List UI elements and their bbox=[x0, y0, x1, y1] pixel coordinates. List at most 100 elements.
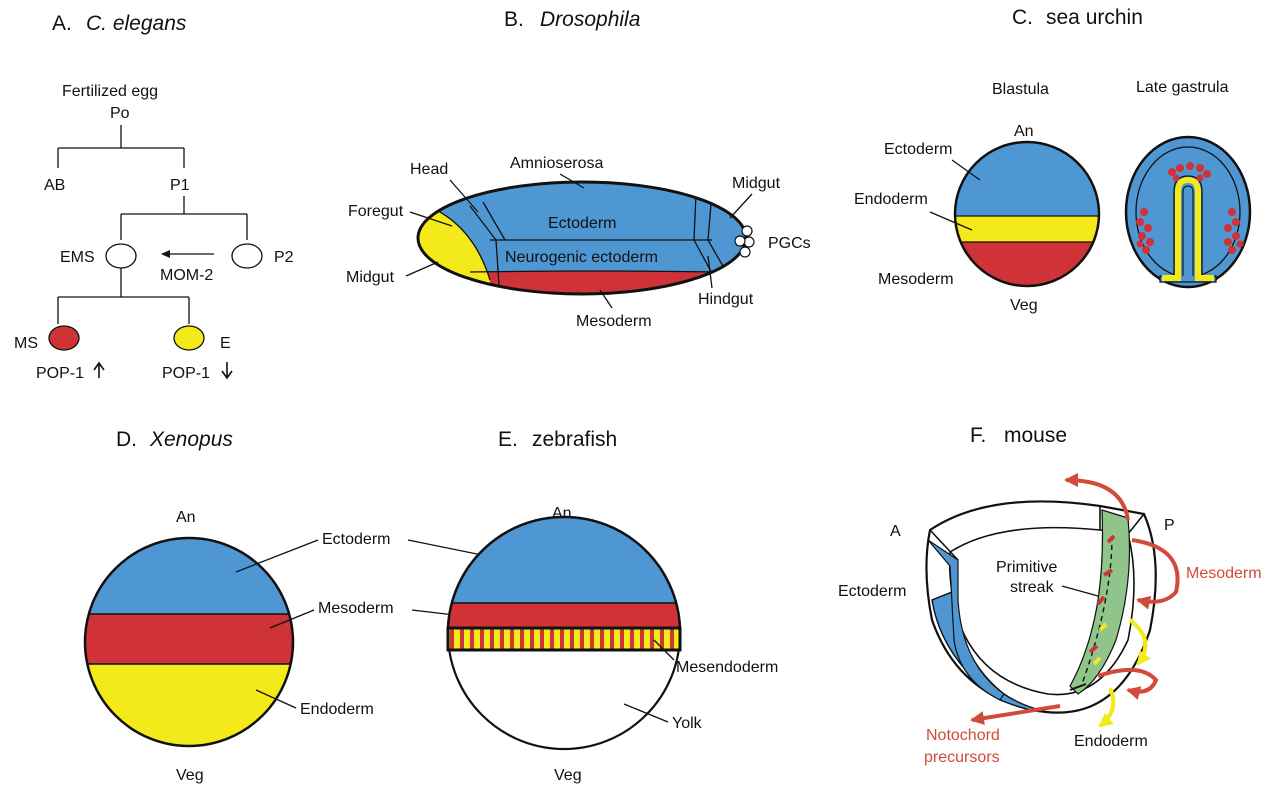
pgc-cell bbox=[739, 246, 751, 258]
panel-b-title: Drosophila bbox=[540, 8, 640, 31]
archenteron-lumen bbox=[1182, 185, 1194, 276]
pgcs-label: PGCs bbox=[768, 235, 811, 252]
posterior-label: P bbox=[1164, 517, 1175, 534]
endoderm-arrow-upper bbox=[1128, 618, 1151, 666]
streak-endoderm-marks bbox=[1092, 622, 1108, 666]
mesoderm-leader-line bbox=[599, 289, 613, 309]
mouse-ectoderm-label: Ectoderm bbox=[838, 583, 906, 600]
blastula-mesoderm bbox=[955, 242, 1099, 286]
mesendoderm-leader-line bbox=[653, 639, 675, 661]
panel-f-letter: F. bbox=[970, 424, 986, 447]
xenopus-veg-label: Veg bbox=[176, 767, 204, 784]
streak-leader-line bbox=[1061, 585, 1099, 597]
blastula-label: Blastula bbox=[992, 81, 1049, 98]
streak-label: streak bbox=[1010, 579, 1055, 596]
xenopus-an-label: An bbox=[176, 509, 196, 526]
panel-f-title: mouse bbox=[1004, 424, 1067, 447]
panel-e-letter: E. bbox=[498, 428, 518, 451]
foregut-leader-line bbox=[409, 211, 453, 227]
pop1-up-label: POP-1 bbox=[36, 365, 84, 382]
head-leader-line bbox=[449, 179, 479, 213]
panel-a-title: C. elegans bbox=[86, 12, 187, 35]
mesoderm-shared-label: Mesoderm bbox=[318, 600, 394, 617]
endoderm-arrow-lower bbox=[1098, 687, 1116, 728]
p1-branch-lines bbox=[120, 196, 248, 240]
xenopus-endoderm-label: Endoderm bbox=[300, 701, 374, 718]
streak-mesoderm-marks bbox=[1088, 534, 1116, 654]
drosophila-mesoderm-region bbox=[470, 271, 720, 294]
mesenchyme-cells bbox=[1136, 162, 1244, 254]
amnioserosa-leader-line bbox=[559, 173, 585, 189]
ems-branch-lines bbox=[57, 268, 190, 324]
midgut-left-label: Midgut bbox=[346, 269, 395, 286]
panel-d-title: Xenopus bbox=[149, 428, 233, 451]
mom2-label: MOM-2 bbox=[160, 267, 213, 284]
posterior-mesoderm-arrow bbox=[1097, 667, 1159, 700]
p2-label: P2 bbox=[274, 249, 294, 266]
drosophila-mesoderm-label: Mesoderm bbox=[576, 313, 652, 330]
zebrafish-veg-label: Veg bbox=[554, 767, 582, 784]
blastula-ectoderm bbox=[955, 142, 1099, 216]
ems-label: EMS bbox=[60, 249, 95, 266]
xenopus-ectoderm-leader bbox=[235, 539, 319, 573]
xenopus-mesoderm bbox=[85, 614, 293, 664]
panel-e: E. zebrafish An Mesendoderm Yolk Veg bbox=[446, 428, 778, 784]
mouse-mesoderm-label: Mesoderm bbox=[1186, 565, 1262, 582]
po-branch-lines bbox=[57, 125, 185, 168]
anterior-label: A bbox=[890, 523, 901, 540]
panel-c-title: sea urchin bbox=[1046, 6, 1143, 29]
po-label: Po bbox=[110, 105, 130, 122]
yolk-label: Yolk bbox=[672, 715, 703, 732]
panel-c-letter: C. bbox=[1012, 6, 1033, 29]
xenopus-mesoderm-leader bbox=[269, 609, 315, 629]
ectoderm-leader-line bbox=[951, 159, 981, 181]
yolk-leader-line bbox=[623, 703, 669, 723]
mesoderm-migration-arrow bbox=[1131, 538, 1180, 610]
midgut-left-leader-line bbox=[405, 261, 439, 277]
sea-urchin-an-label: An bbox=[1014, 123, 1034, 140]
head-label: Head bbox=[410, 161, 448, 178]
midgut-right-leader-line bbox=[729, 193, 753, 219]
panel-a: A. C. elegans Fertilized egg Po AB P1 EM… bbox=[14, 12, 294, 382]
anterior-mesoderm-arrow bbox=[1064, 473, 1130, 521]
blastula-endoderm bbox=[955, 216, 1099, 242]
archenteron-endoderm bbox=[1162, 176, 1214, 281]
pgc-cell bbox=[741, 225, 753, 237]
xenopus-egg-outline bbox=[83, 536, 295, 748]
pgc-cell bbox=[734, 235, 746, 247]
mouse-endoderm-label: Endoderm bbox=[1074, 733, 1148, 750]
sea-urchin-mesoderm-label: Mesoderm bbox=[878, 271, 954, 288]
ab-label: AB bbox=[44, 177, 65, 194]
panel-d-letter: D. bbox=[116, 428, 137, 451]
panel-b-letter: B. bbox=[504, 8, 524, 31]
primitive-label: Primitive bbox=[996, 559, 1057, 576]
ms-cell bbox=[48, 325, 80, 351]
sea-urchin-endoderm-label: Endoderm bbox=[854, 191, 928, 208]
e-label: E bbox=[220, 335, 231, 352]
amnioserosa-label: Amnioserosa bbox=[510, 155, 603, 172]
pop1-up-arrow-icon bbox=[93, 361, 105, 378]
foregut-label: Foregut bbox=[348, 203, 404, 220]
mesendoderm-band bbox=[446, 626, 682, 652]
zebrafish-mesoderm bbox=[448, 603, 680, 628]
panel-e-title: zebrafish bbox=[532, 428, 617, 451]
hindgut-label: Hindgut bbox=[698, 291, 754, 308]
pop1-down-label: POP-1 bbox=[162, 365, 210, 382]
pop1-down-arrow-icon bbox=[221, 362, 233, 380]
blastula-outline bbox=[953, 140, 1101, 288]
panel-c: C. sea urchin Blastula Late gastrula An … bbox=[854, 6, 1252, 314]
endoderm-leader-line bbox=[929, 211, 973, 231]
ms-label: MS bbox=[14, 335, 38, 352]
notochord-label: Notochord bbox=[926, 727, 1000, 744]
ectoderm-shared-label: Ectoderm bbox=[322, 531, 390, 548]
notochord-arrow bbox=[970, 704, 1061, 726]
e-cell bbox=[173, 325, 205, 351]
drosophila-ectoderm-label: Ectoderm bbox=[548, 215, 616, 232]
neurogenic-ectoderm-label: Neurogenic ectoderm bbox=[505, 249, 658, 266]
hindgut-leader-line bbox=[707, 255, 713, 289]
mesendoderm-label: Mesendoderm bbox=[676, 659, 778, 676]
sea-urchin-ectoderm-label: Ectoderm bbox=[884, 141, 952, 158]
ems-cell bbox=[105, 243, 137, 269]
fertilized-egg-label: Fertilized egg bbox=[62, 83, 158, 100]
